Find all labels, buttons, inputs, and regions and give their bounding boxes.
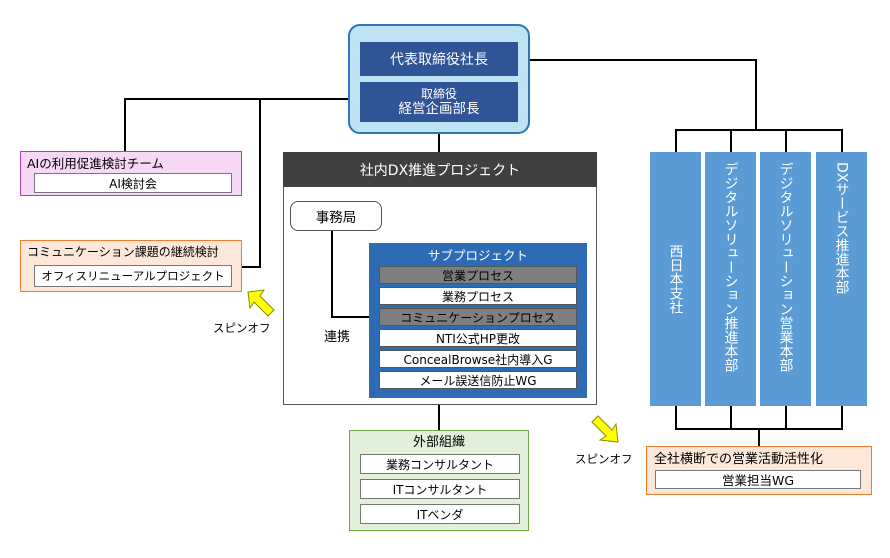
connector-line	[730, 405, 732, 429]
connector-line	[675, 129, 677, 153]
connector-line	[241, 266, 261, 268]
connector-line	[675, 405, 677, 429]
communication-team-box: コミュニケーション課題の継続検討 オフィスリニューアルプロジェクト	[20, 240, 242, 292]
connector-line	[331, 316, 370, 318]
sales-wg-box: 営業担当WG	[655, 470, 861, 489]
connector-line	[124, 98, 126, 152]
subproject-item-business: 業務プロセス	[379, 287, 577, 305]
connector-line	[785, 405, 787, 429]
ceo-box: 代表取締役社長	[360, 42, 518, 76]
planning-title-line2: 経営企画部長	[398, 101, 480, 117]
connector-line	[124, 98, 361, 100]
connector-line	[841, 405, 843, 429]
office-box: 事務局	[290, 201, 382, 231]
division-digital-solution-sales: デジタルソリューション営業本部	[760, 152, 811, 406]
office-label: 事務局	[315, 210, 357, 226]
subproject-item-sales: 営業プロセス	[379, 266, 577, 284]
ai-team-item: AI検討会	[34, 173, 232, 193]
external-item-it-consultant: ITコンサルタント	[360, 479, 520, 499]
spinoff-label-right: スピンオフ	[575, 452, 633, 466]
connector-line	[841, 129, 843, 153]
division-west-japan: 西日本支社	[650, 152, 701, 406]
link-label: 連携	[324, 330, 351, 345]
connector-line	[758, 428, 760, 447]
planning-title-line1: 取締役	[420, 87, 457, 101]
subproject-item-concealbrowse: ConcealBrowse社内導入G	[379, 350, 577, 368]
division-dx-service: DXサービス推進本部	[816, 152, 867, 406]
spinoff-label-left: スピンオフ	[213, 321, 271, 335]
sales-activation-title: 全社横断での営業活動活性化	[654, 452, 824, 467]
connector-line	[730, 129, 732, 153]
connector-line	[438, 133, 440, 153]
connector-line	[438, 405, 440, 431]
connector-line	[331, 231, 333, 317]
subproject-item-communication: コミュニケーションプロセス	[379, 308, 577, 326]
planning-director-box: 取締役 経営企画部長	[360, 82, 518, 122]
external-org-title: 外部組織	[349, 432, 529, 450]
connector-line	[785, 129, 787, 153]
dx-project-title: 社内DX推進プロジェクト	[359, 162, 521, 179]
external-item-it-vendor: ITベンダ	[360, 504, 520, 524]
subproject-item-mail: メール誤送信防止WG	[379, 371, 577, 389]
ai-team-title: AIの利用促進検討チーム	[27, 156, 164, 171]
connector-line	[675, 129, 843, 131]
subproject-item-hp: NTI公式HP更改	[379, 329, 577, 347]
division-digital-solution-promotion: デジタルソリューション推進本部	[705, 152, 756, 406]
connector-line	[259, 98, 261, 268]
connector-line	[517, 59, 756, 61]
subproject-title-label: サブプロジェクト	[427, 247, 528, 263]
external-item-business-consultant: 業務コンサルタント	[360, 454, 520, 474]
sales-wg-label: 営業担当WG	[721, 473, 795, 488]
dx-project-header: 社内DX推進プロジェクト	[283, 152, 597, 187]
spinoff-arrow-right-icon	[591, 415, 619, 443]
connector-line	[755, 59, 757, 130]
external-org-title-label: 外部組織	[412, 434, 465, 450]
spinoff-arrow-left-icon	[247, 289, 275, 317]
ai-team-item-label: AI検討会	[109, 176, 157, 191]
ai-team-box: AIの利用促進検討チーム AI検討会	[20, 151, 242, 196]
ceo-label: 代表取締役社長	[390, 52, 488, 68]
communication-team-item-label: オフィスリニューアルプロジェクト	[41, 269, 225, 283]
subproject-title: サブプロジェクト	[369, 246, 587, 263]
communication-team-item: オフィスリニューアルプロジェクト	[34, 265, 232, 287]
communication-team-title: コミュニケーション課題の継続検討	[27, 245, 219, 259]
